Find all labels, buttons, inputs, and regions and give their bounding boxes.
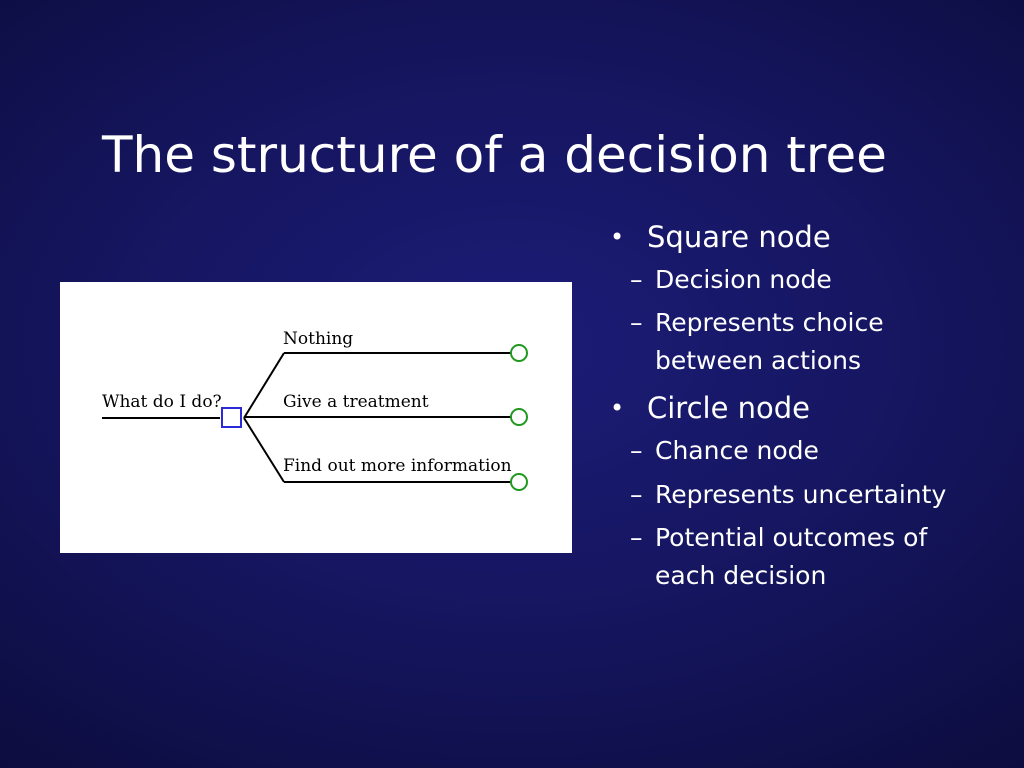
sub-bullet-marker: – bbox=[630, 308, 643, 338]
sub-bullet-text: Represents uncertainty bbox=[655, 479, 947, 509]
sub-bullet-marker: – bbox=[630, 436, 643, 466]
sub-bullet-text: each decision bbox=[655, 560, 827, 590]
decision-tree-diagram: What do I do? Nothing Give a treatment F… bbox=[60, 282, 572, 553]
square-node-icon bbox=[221, 407, 242, 428]
sub-bullet-text: Represents choice bbox=[655, 308, 884, 338]
sub-bullet-text: between actions bbox=[655, 345, 862, 375]
sub-bullet-item: – Chance node bbox=[610, 432, 1020, 470]
bullet-label: Square node bbox=[647, 220, 831, 254]
sub-bullet-item: – Potential outcomes of each decision bbox=[610, 519, 1020, 594]
bullet-list: • Square node – Decision node – Represen… bbox=[610, 220, 1020, 606]
sub-bullet-text: Potential outcomes of bbox=[655, 523, 928, 553]
decision-tree-svg: What do I do? Nothing Give a treatment F… bbox=[102, 329, 528, 491]
circle-node-icon bbox=[510, 408, 528, 426]
branch-label-3: Find out more information bbox=[283, 456, 512, 476]
branch-connector-3 bbox=[243, 417, 285, 483]
sub-bullet-text: Chance node bbox=[655, 436, 819, 466]
sub-bullet-item: – Decision node bbox=[610, 261, 1020, 299]
sub-bullet-marker: – bbox=[630, 523, 643, 553]
sub-bullet-marker: – bbox=[630, 479, 643, 509]
branch-connector-1 bbox=[243, 352, 285, 419]
bullet-marker: • bbox=[610, 223, 625, 251]
circle-node-icon bbox=[510, 473, 528, 491]
root-label: What do I do? bbox=[102, 392, 222, 412]
branch-label-2: Give a treatment bbox=[283, 392, 429, 412]
bullet-marker: • bbox=[610, 394, 625, 423]
sub-bullet-text: Decision node bbox=[655, 264, 832, 294]
bullet-label: Circle node bbox=[647, 391, 811, 426]
sub-bullet-list: – Decision node – Represents choice betw… bbox=[630, 261, 1020, 380]
slide-title: The structure of a decision tree bbox=[102, 126, 887, 184]
sub-bullet-item: – Represents choice between actions bbox=[610, 304, 1020, 379]
branch-label-1: Nothing bbox=[283, 329, 353, 349]
sub-bullet-marker: – bbox=[630, 264, 643, 294]
circle-node-icon bbox=[510, 344, 528, 362]
bullet-item: • Square node – Decision node – Represen… bbox=[610, 220, 1020, 379]
sub-bullet-list: – Chance node – Represents uncertainty –… bbox=[630, 432, 1020, 594]
sub-bullet-item: – Represents uncertainty bbox=[610, 476, 1020, 514]
bullet-item: • Circle node – Chance node – Represents… bbox=[610, 391, 1020, 594]
